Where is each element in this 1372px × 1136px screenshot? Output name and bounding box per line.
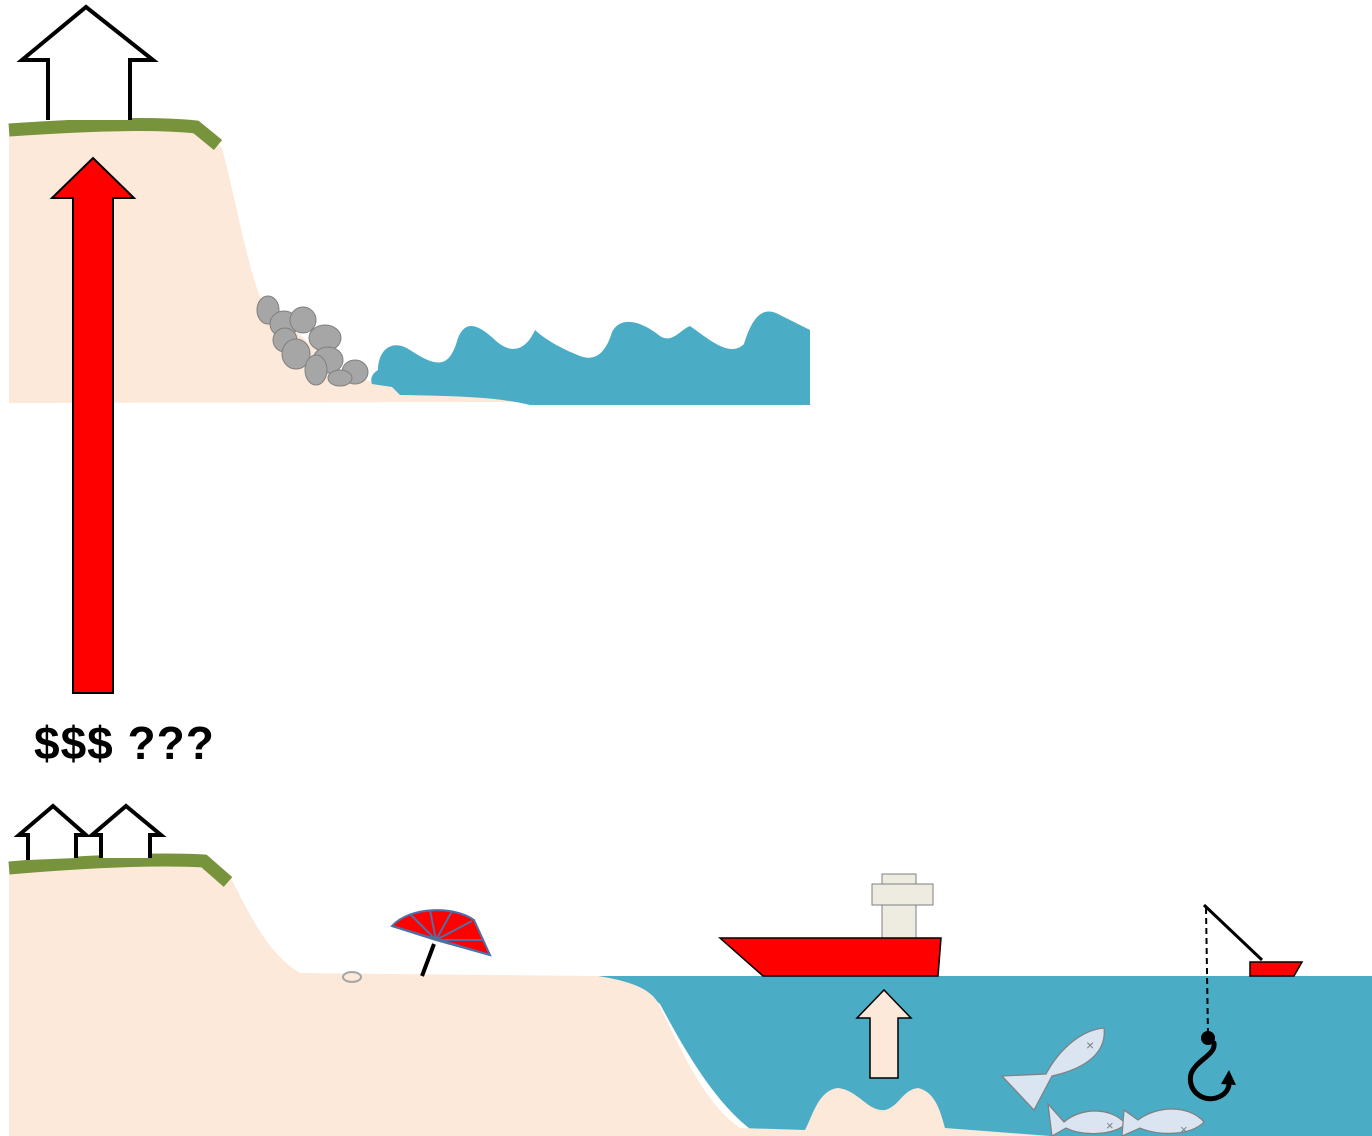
house-icon <box>19 806 86 860</box>
svg-text:×: × <box>1106 1118 1114 1133</box>
umbrella-icon <box>392 910 490 976</box>
rock-icon <box>343 972 361 982</box>
boat-cabin-mid <box>872 884 933 905</box>
boat-icon <box>1250 962 1302 976</box>
boat-icon <box>720 874 941 976</box>
rock-icon <box>328 370 352 386</box>
money-question-label: $$$ ??? <box>34 716 215 770</box>
rock-icon <box>305 355 327 385</box>
fishing-rod <box>1204 905 1262 960</box>
top-water-waves <box>371 312 810 405</box>
house-icon <box>22 7 153 120</box>
boat-cabin <box>882 905 916 938</box>
top-scene <box>9 7 810 405</box>
rock-icon <box>290 307 316 333</box>
bottom-scene: × × × <box>9 806 1372 1136</box>
svg-text:×: × <box>1086 1037 1094 1053</box>
svg-text:×: × <box>1180 1122 1188 1136</box>
boat-hull <box>720 938 941 976</box>
boat-cabin-top <box>882 874 916 884</box>
house-icon <box>92 806 161 858</box>
